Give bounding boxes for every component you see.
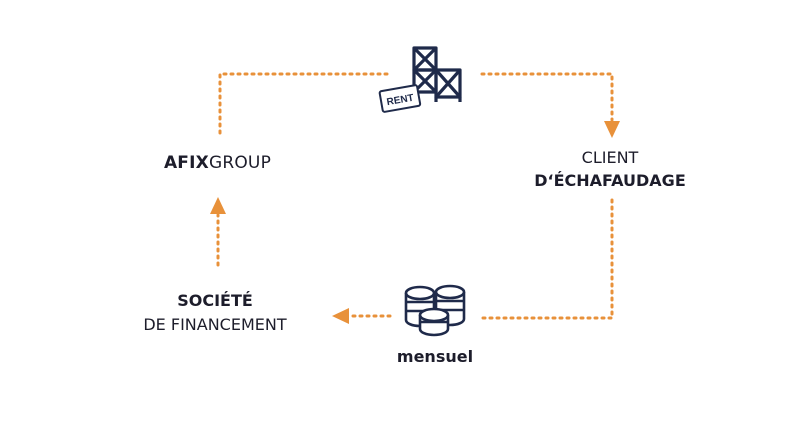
societe-line1: SOCIÉTÉ bbox=[177, 291, 253, 310]
arrowhead-to-client bbox=[604, 121, 620, 138]
arrowhead-to-afix bbox=[210, 197, 226, 214]
client-node: CLIENT D‘ÉCHAFAUDAGE bbox=[510, 146, 710, 192]
afix-group-node: AFIXGROUP bbox=[145, 153, 290, 173]
scaffolding-icon bbox=[412, 46, 462, 102]
afix-brand-light: GROUP bbox=[208, 153, 272, 173]
flow-line-client-to-mensuel bbox=[478, 198, 614, 320]
rent-tag-label: RENT bbox=[386, 93, 415, 109]
arrowhead-to-societe bbox=[332, 308, 349, 324]
rent-tag-icon: RENT bbox=[378, 84, 422, 113]
societe-line2: DE FINANCEMENT bbox=[143, 315, 287, 334]
coin-stack-icon bbox=[404, 284, 466, 337]
flow-line-rent-to-client bbox=[480, 72, 614, 122]
societe-node: SOCIÉTÉ DE FINANCEMENT bbox=[120, 289, 310, 337]
flow-line-afix-to-rent bbox=[218, 72, 394, 135]
client-line2: D‘ÉCHAFAUDAGE bbox=[534, 171, 686, 190]
afix-brand-bold: AFIX bbox=[163, 153, 209, 173]
client-line1: CLIENT bbox=[581, 148, 639, 167]
mensuel-label: mensuel bbox=[396, 347, 474, 366]
